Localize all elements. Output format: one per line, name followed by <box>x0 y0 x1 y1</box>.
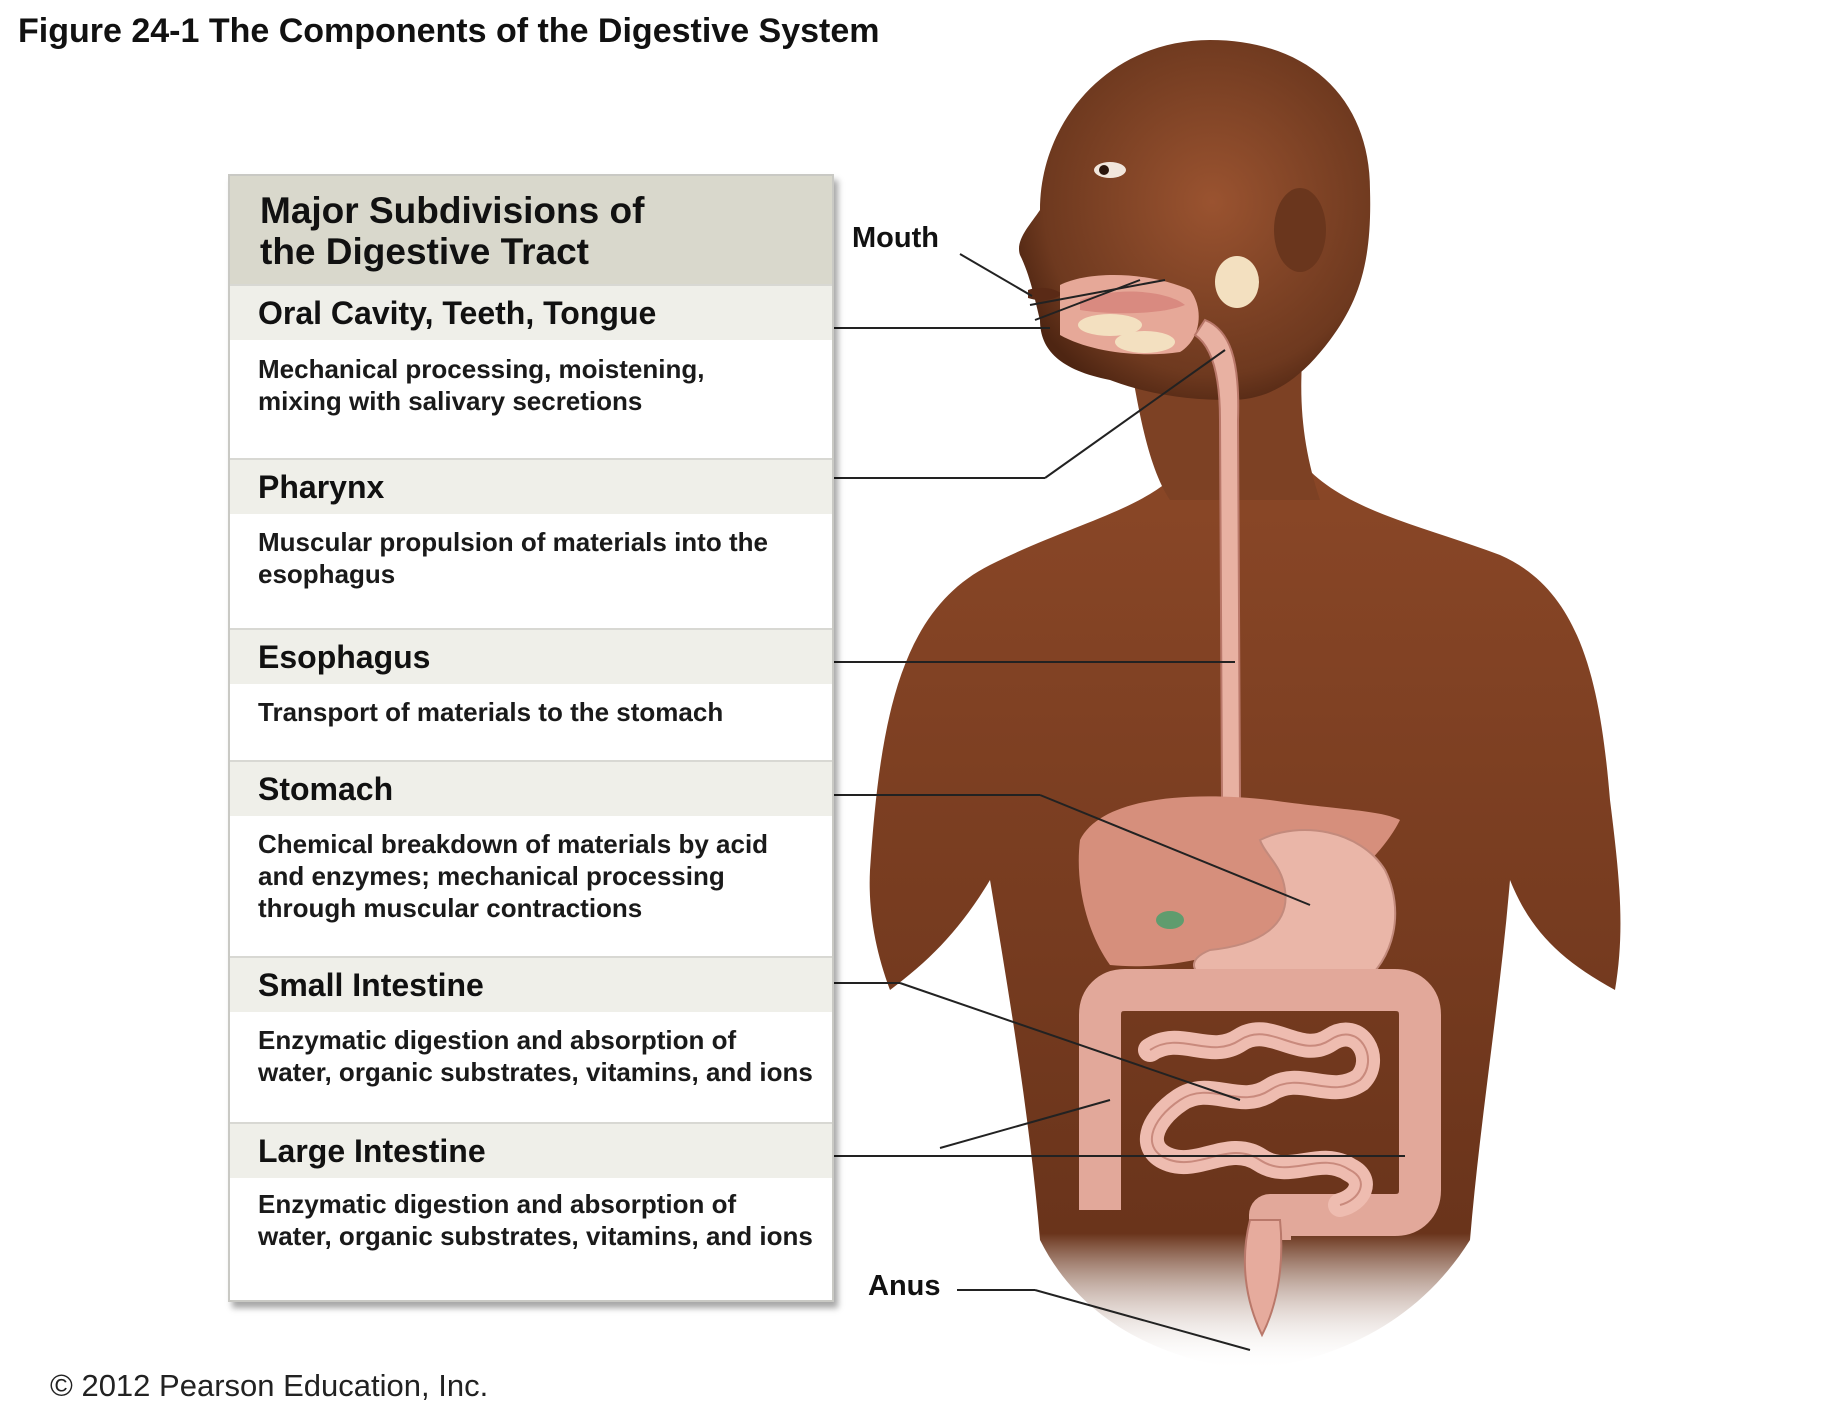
desc-line: Muscular propulsion of materials into th… <box>258 527 768 557</box>
panel-title-line1: Major Subdivisions of <box>260 190 645 231</box>
desc-line: and enzymes; mechanical processing <box>258 861 725 891</box>
section-name: Oral Cavity, Teeth, Tongue <box>258 295 657 331</box>
rectum <box>1243 1219 1283 1338</box>
desc-line: Enzymatic digestion and absorption of <box>258 1025 737 1055</box>
section-esophagus: Esophagus <box>230 628 832 684</box>
section-desc: Mechanical processing, moistening, mixin… <box>258 353 818 417</box>
label-anus: Anus <box>868 1270 941 1302</box>
section-name: Stomach <box>258 771 394 807</box>
label-mouth: Mouth <box>852 222 939 254</box>
desc-line: water, organic substrates, vitamins, and… <box>258 1221 813 1251</box>
copyright: © 2012 Pearson Education, Inc. <box>50 1368 489 1403</box>
section-desc: Muscular propulsion of materials into th… <box>258 526 818 590</box>
panel-title: Major Subdivisions of the Digestive Trac… <box>260 190 780 272</box>
desc-line: Transport of materials to the stomach <box>258 697 724 727</box>
desc-line: mixing with salivary secretions <box>258 386 643 416</box>
section-name: Small Intestine <box>258 967 484 1003</box>
salivary-gland-1 <box>1078 314 1142 336</box>
parotid-gland <box>1215 256 1259 308</box>
panel-header: Major Subdivisions of the Digestive Trac… <box>230 176 832 284</box>
lips <box>1028 287 1062 301</box>
section-desc: Enzymatic digestion and absorption of wa… <box>258 1024 818 1088</box>
section-large-intestine: Large Intestine <box>230 1122 832 1178</box>
section-desc: Transport of materials to the stomach <box>258 696 818 728</box>
subdivisions-panel: Major Subdivisions of the Digestive Trac… <box>228 174 834 1302</box>
desc-line: water, organic substrates, vitamins, and… <box>258 1057 813 1087</box>
desc-line: Enzymatic digestion and absorption of <box>258 1189 737 1219</box>
panel-title-line2: the Digestive Tract <box>260 231 590 272</box>
salivary-gland-2 <box>1115 331 1175 353</box>
desc-line: esophagus <box>258 559 396 589</box>
section-oral-cavity: Oral Cavity, Teeth, Tongue <box>230 284 832 340</box>
large-intestine <box>1079 969 1441 1240</box>
eye <box>1094 162 1126 178</box>
section-desc: Enzymatic digestion and absorption of wa… <box>258 1188 818 1252</box>
section-name: Esophagus <box>258 639 431 675</box>
desc-line: through muscular contractions <box>258 893 643 923</box>
section-small-intestine: Small Intestine <box>230 956 832 1012</box>
figure-title: Figure 24-1 The Components of the Digest… <box>18 12 880 50</box>
tongue <box>1080 291 1185 314</box>
ear <box>1274 188 1326 272</box>
leader-lines <box>830 253 1405 1351</box>
gallbladder <box>1156 911 1184 929</box>
desc-line: Mechanical processing, moistening, <box>258 354 705 384</box>
desc-line: Chemical breakdown of materials by acid <box>258 829 769 859</box>
section-name: Pharynx <box>258 469 385 505</box>
section-desc: Chemical breakdown of materials by acid … <box>258 828 818 924</box>
section-stomach: Stomach <box>230 760 832 816</box>
section-name: Large Intestine <box>258 1133 486 1169</box>
section-pharynx: Pharynx <box>230 458 832 514</box>
